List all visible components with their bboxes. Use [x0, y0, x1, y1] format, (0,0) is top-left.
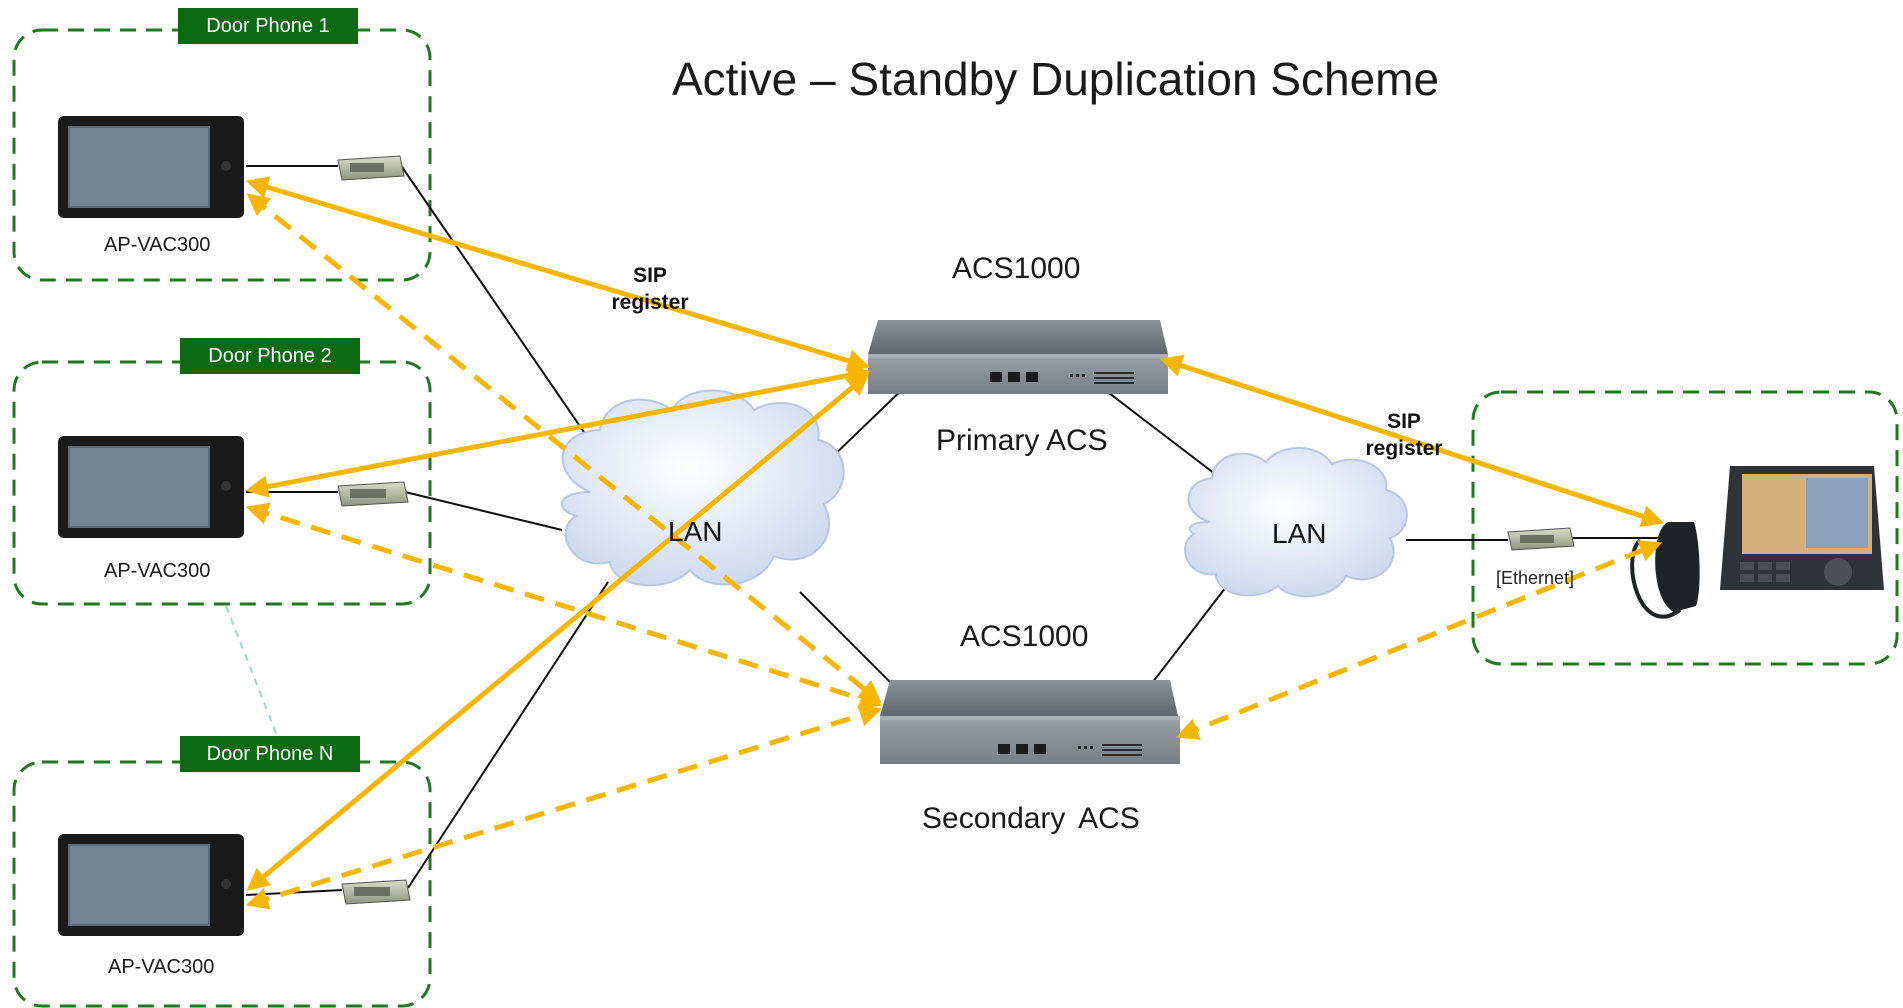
secondary-acs-model: ACS1000	[960, 620, 1089, 653]
sip-register-left: SIP register	[598, 262, 702, 316]
door-phone-1-device	[58, 116, 244, 218]
sip-register-left-line2: register	[611, 291, 689, 314]
lan-left-label: LAN	[668, 516, 723, 547]
door-phone-1-tag: Door Phone 1	[178, 8, 358, 44]
sip-arrow-phone1-secondary	[246, 193, 882, 703]
diagram-title: Active – Standby Duplication Scheme	[672, 53, 1440, 105]
secondary-acs-role: Secondary ACS	[922, 802, 1140, 835]
door-phone-1-group	[12, 28, 432, 282]
sip-arrow-phonen-secondary	[245, 704, 883, 910]
sip-register-right-line2: register	[1365, 437, 1443, 460]
ethernet-switch-ip-phone	[1507, 527, 1575, 551]
ip-video-phone	[1630, 466, 1884, 619]
sip-register-left-line1: SIP	[633, 264, 667, 287]
primary-acs-server	[868, 320, 1168, 394]
secondary-acs-server	[880, 680, 1180, 764]
lan-right-label: LAN	[1272, 518, 1327, 549]
sip-arrows-standby	[245, 193, 1663, 910]
door-phone-1-model: AP-VAC300	[104, 234, 211, 256]
sip-arrows-active	[245, 176, 1665, 891]
primary-acs-role: Primary ACS	[936, 424, 1108, 457]
sip-arrow-ipphone-primary	[1159, 354, 1665, 528]
ethernet-switch-1	[337, 155, 405, 181]
door-phone-n-model: AP-VAC300	[108, 956, 215, 978]
door-phone-2-model: AP-VAC300	[104, 560, 211, 582]
ethernet-label: [Ethernet]	[1496, 568, 1575, 588]
door-phone-n-tag: Door Phone N	[180, 736, 360, 772]
primary-acs-model: ACS1000	[952, 252, 1081, 285]
door-phone-n-device	[58, 834, 244, 936]
sip-register-right-line1: SIP	[1387, 410, 1421, 433]
sip-register-right: SIP register	[1352, 408, 1456, 462]
door-phone-2-tag: Door Phone 2	[180, 338, 360, 374]
sip-arrow-ipphone-secondary	[1175, 540, 1663, 740]
sip-arrow-phone2-secondary	[245, 502, 883, 710]
ip-phone-group	[1471, 390, 1899, 666]
door-phone-2-device	[58, 436, 244, 538]
ethernet-switch-n	[341, 879, 411, 905]
ethernet-switch-2	[337, 481, 409, 507]
continuation-line	[225, 605, 279, 739]
